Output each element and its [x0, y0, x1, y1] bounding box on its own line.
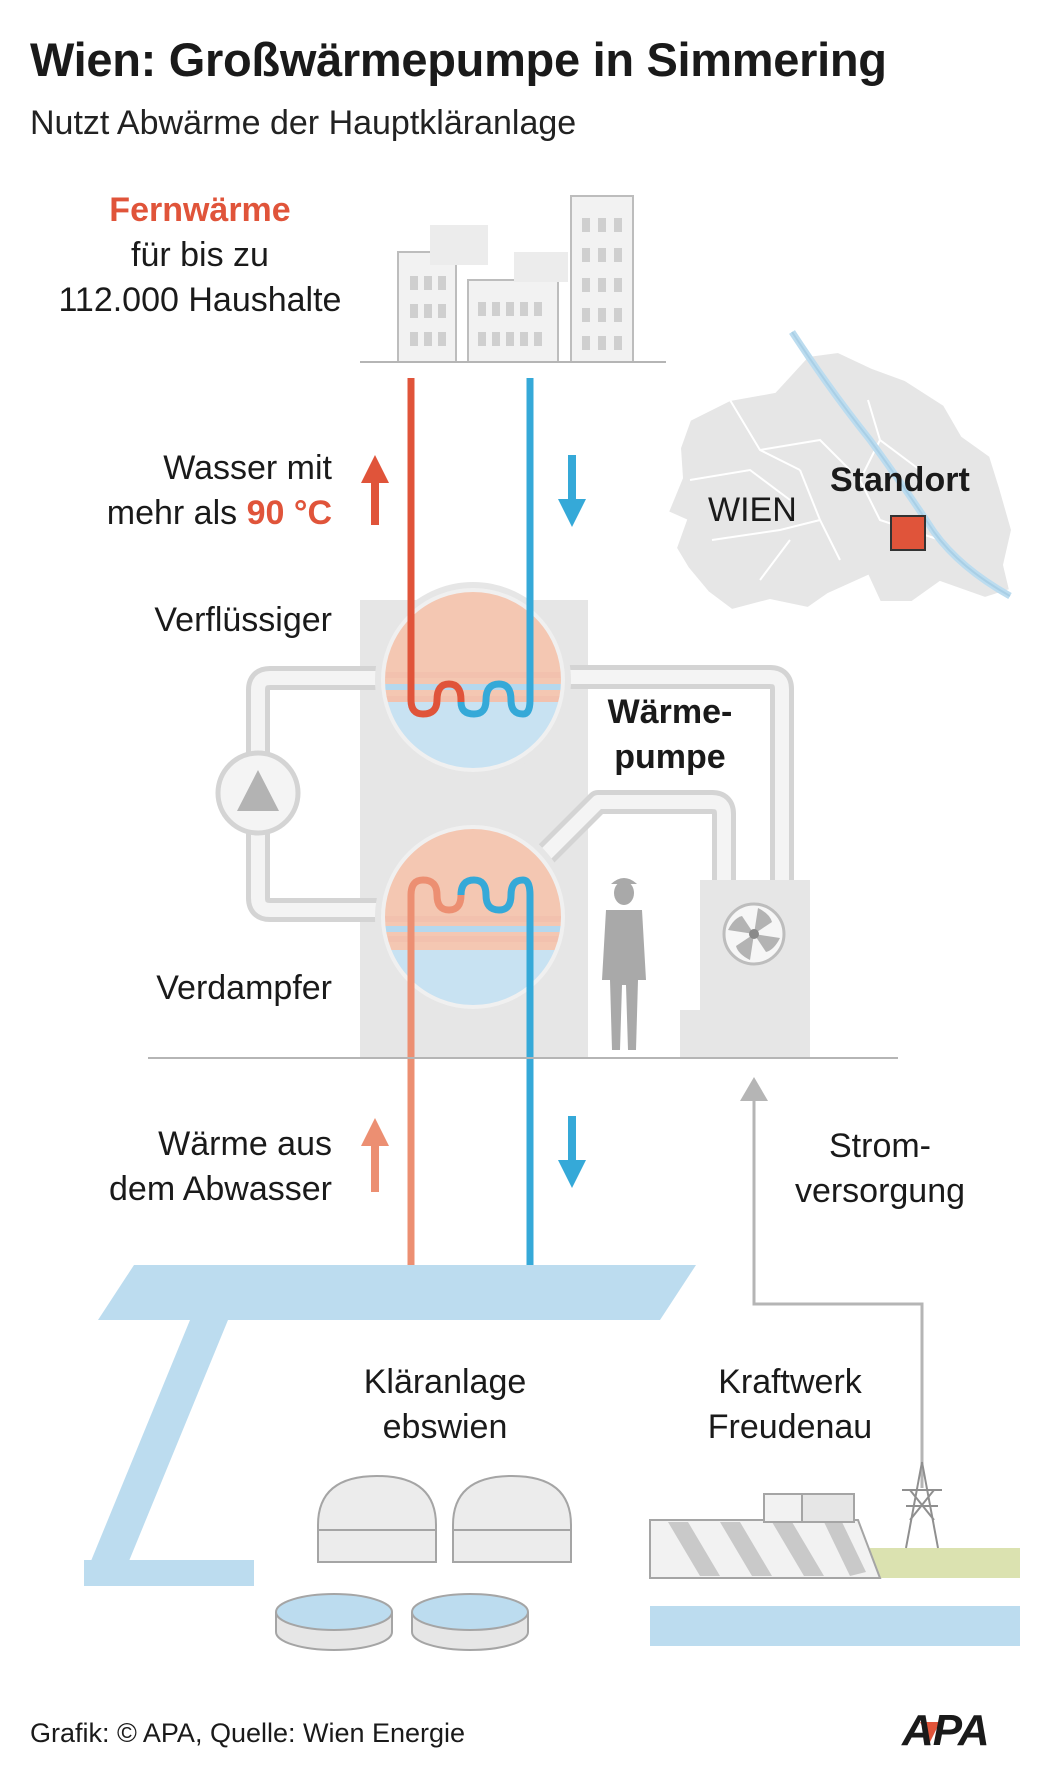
power-pylon-icon [902, 1461, 942, 1549]
buildings-illustration [397, 195, 634, 363]
worker-silhouette [602, 878, 646, 1050]
digester-tanks [317, 1474, 572, 1563]
kraftwerk-label: Kraftwerk Freudenau [707, 1363, 873, 1446]
location-marker [890, 515, 926, 551]
fernwaerme-label: Fernwärme für bis zu 112.000 Haushalte [40, 188, 360, 323]
fernwaerme-line2: für bis zu [131, 236, 269, 274]
arrow-down-cold-bottom-icon [558, 1116, 586, 1188]
hot-water-label: Wasser mit mehr als 90 °C [40, 446, 332, 536]
clarifier-tanks [275, 1593, 529, 1651]
abwasser-label: Wärme aus dem Abwasser [109, 1125, 332, 1208]
hot-water-line1: Wasser mit [163, 449, 332, 487]
klaeranlage-label: Kläranlage ebswien [363, 1363, 527, 1446]
verdampfer-label: Verdampfer [156, 969, 332, 1007]
waermepumpe-label: Wärme- pumpe [607, 693, 733, 776]
apa-logo [920, 1722, 940, 1742]
page-title: Wien: Großwärmepumpe in Simmering [30, 33, 887, 86]
arrow-down-cold-icon [558, 455, 586, 527]
temperature-value: 90 °C [246, 494, 332, 532]
arrow-up-warm-icon [361, 1118, 389, 1192]
fernwaerme-heading: Fernwärme [109, 191, 291, 229]
map-marker-label: Standort [830, 461, 970, 499]
page-subtitle: Nutzt Abwärme der Hauptkläranlage [30, 104, 577, 142]
apa-logo-text: APA [902, 1706, 990, 1755]
fernwaerme-households: 112.000 Haushalte [58, 281, 342, 319]
district-heating-loop [407, 378, 534, 718]
map-city-label: WIEN [708, 491, 797, 529]
power-plant [649, 1461, 1020, 1646]
stromversorgung-label: Strom- versorgung [794, 1127, 966, 1210]
hot-water-line2: mehr als 90 °C [106, 494, 332, 532]
arrow-up-hot-icon [361, 455, 389, 525]
vienna-map [666, 330, 1014, 612]
wastewater-loop [407, 876, 534, 1290]
power-unit [680, 880, 810, 1058]
sewage-basin [84, 1265, 696, 1586]
power-supply-line [740, 1077, 924, 1488]
verfluessiger-label: Verflüssiger [154, 601, 332, 639]
compressor-icon [215, 750, 301, 836]
footer-credit: Grafik: © APA, Quelle: Wien Energie [30, 1718, 466, 1748]
